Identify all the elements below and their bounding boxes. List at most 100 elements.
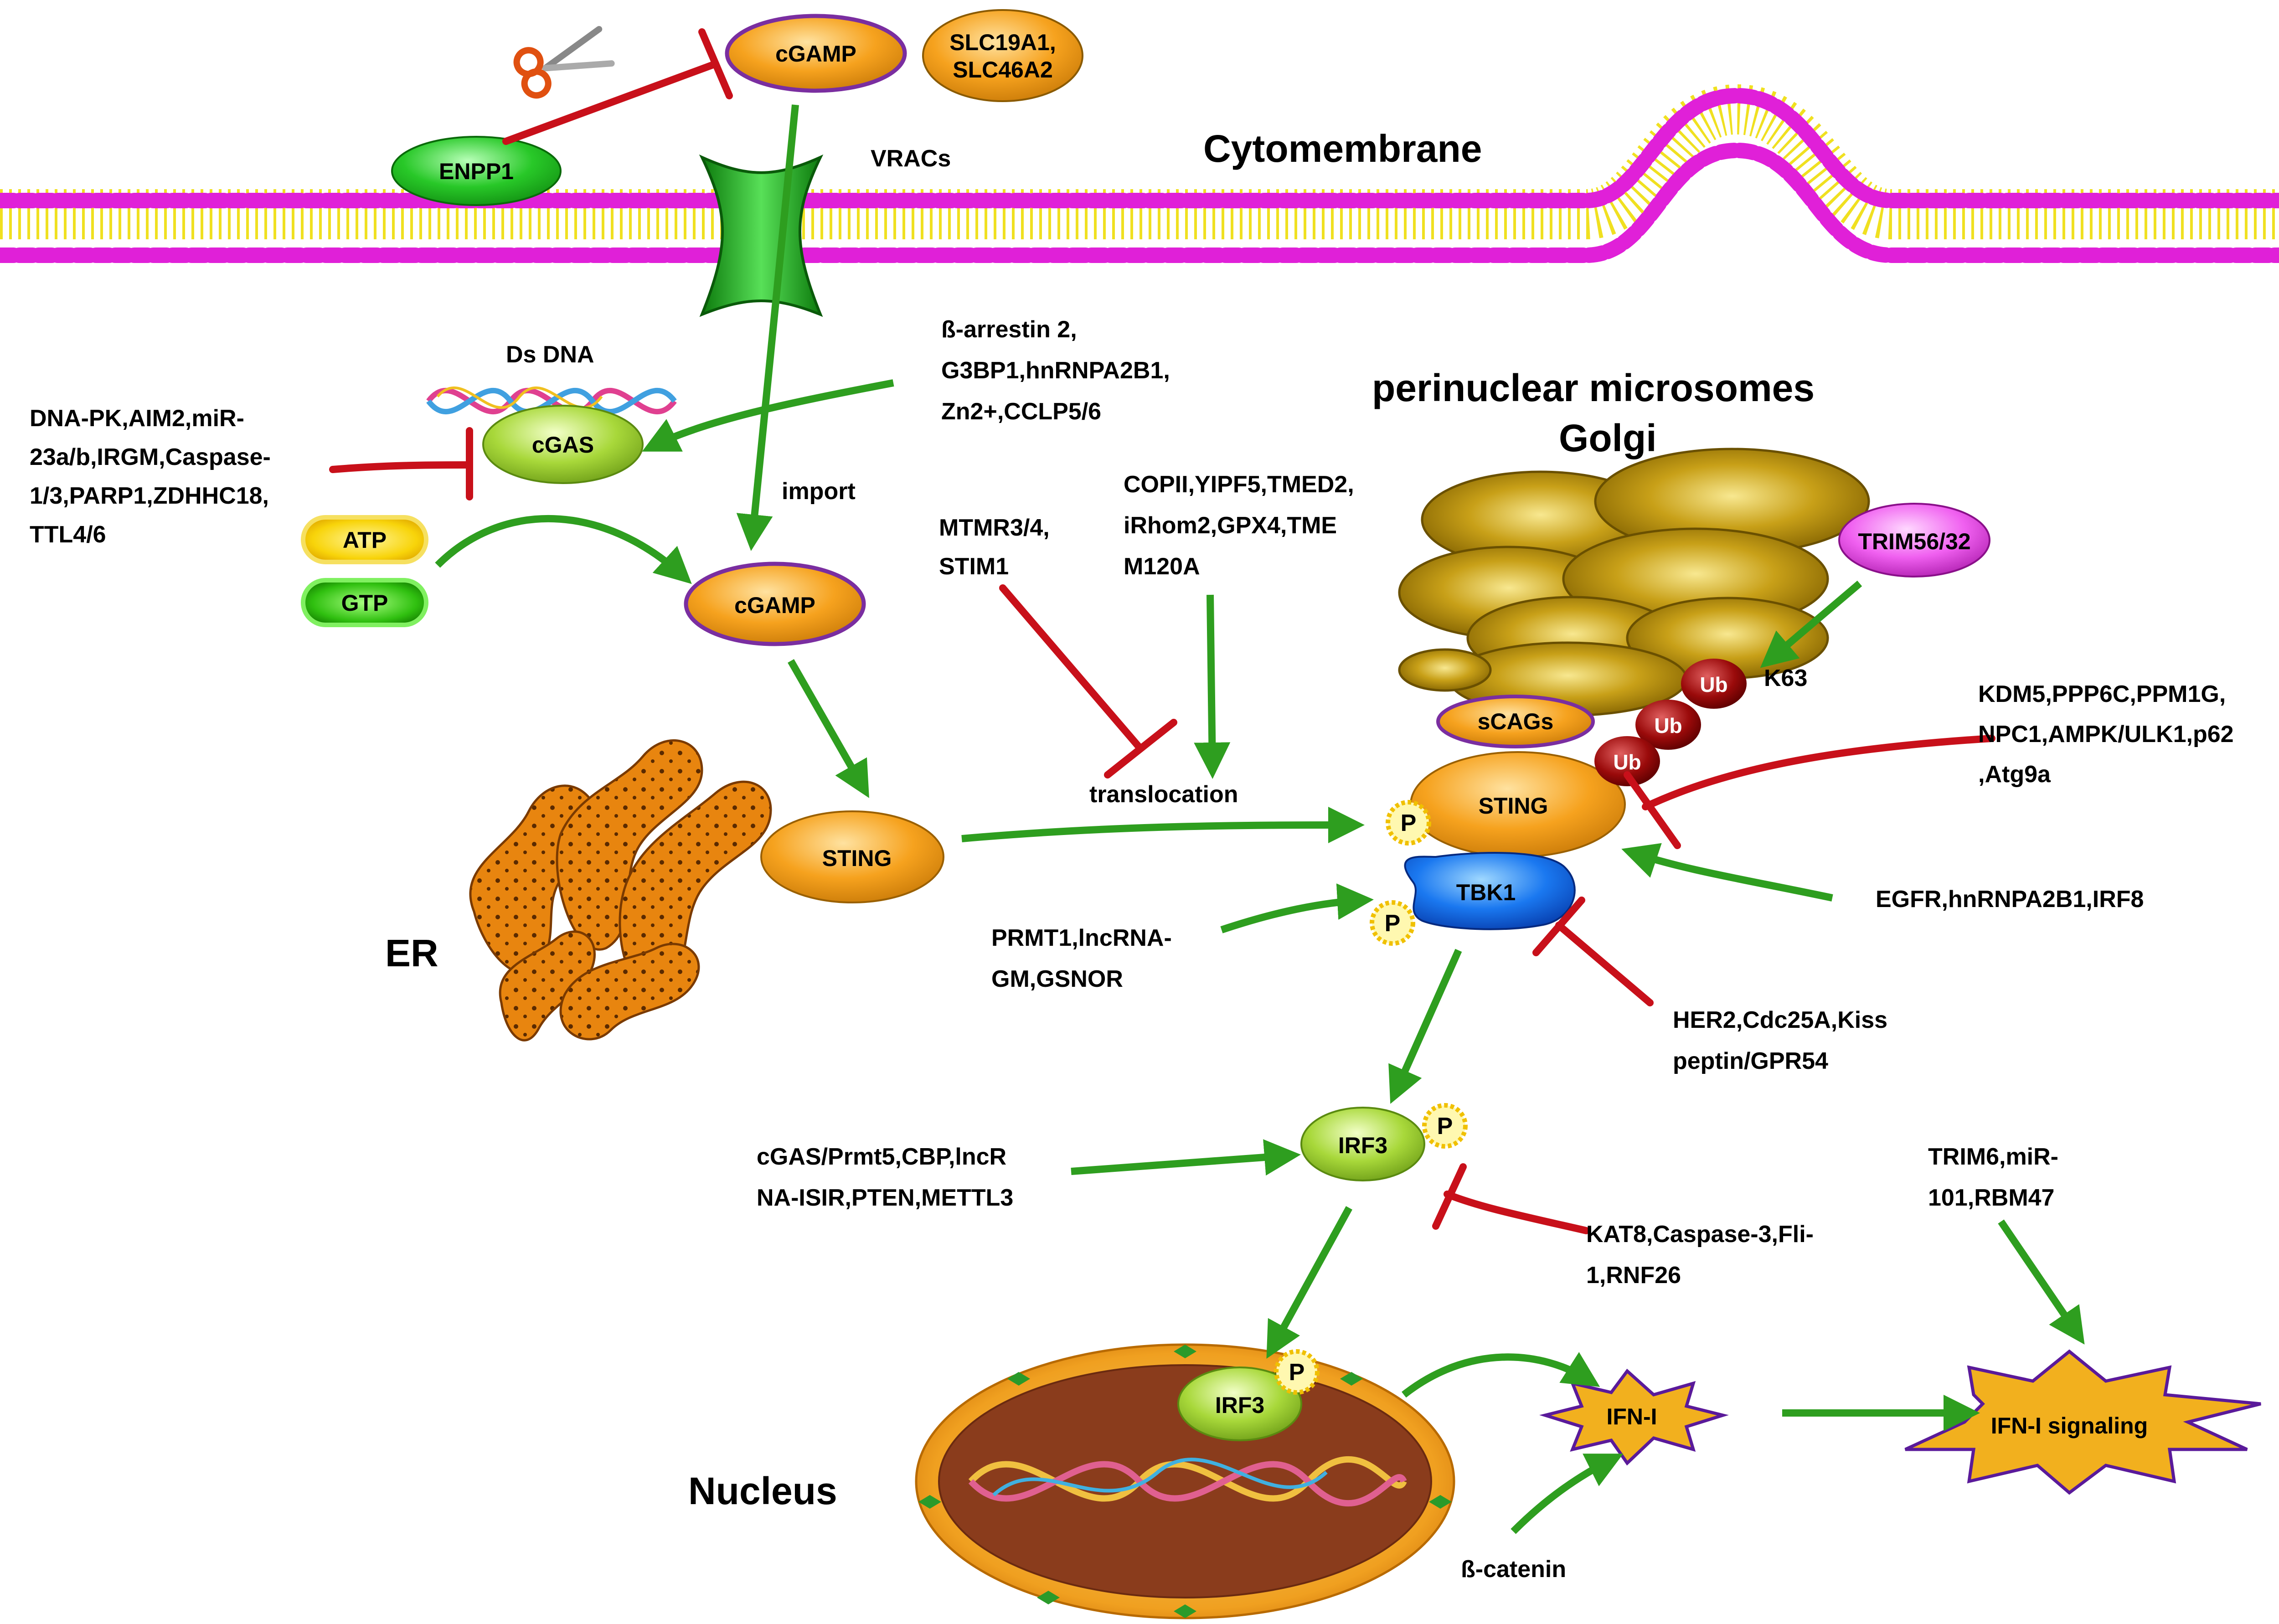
- arrow-irf3-ifn: [1402, 1352, 1600, 1398]
- atp-label: ATP: [343, 527, 387, 553]
- tbk1-inhibitors-line-1: HER2,Cdc25A,Kiss: [1673, 1007, 1887, 1033]
- sting-er: STING: [760, 810, 944, 903]
- trans-inhibitors-line-1: MTMR3/4,: [939, 515, 1050, 541]
- trans-activators-line-1: COPII,YIPF5,TMED2,: [1124, 471, 1354, 498]
- phosphate-markers: P P P P: [1274, 800, 1468, 1395]
- arrow-tbk1-irf3: [1388, 949, 1462, 1104]
- cgas-inhibitors-line-1: DNA-PK,AIM2,miR-: [30, 405, 244, 432]
- cgamp-extracellular: cGAMP: [725, 14, 907, 93]
- cgas-inhibitors-line-2: 23a/b,IRGM,Caspase-: [30, 444, 271, 470]
- phosphate-irf3-nuclear: P: [1274, 1349, 1320, 1395]
- ubiquitin-chain-k63: Ub Ub Ub: [1594, 659, 1747, 786]
- beta-catenin-label: ß-catenin: [1461, 1556, 1566, 1583]
- arrow-cgamp-import: [736, 104, 799, 551]
- regulators-irf3-activators: cGAS/Prmt5,CBP,lncR NA-ISIR,PTEN,METTL3: [757, 1144, 1013, 1211]
- regulators-tbk1-inhibitors: HER2,Cdc25A,Kiss peptin/GPR54: [1673, 1007, 1887, 1074]
- ub-label-1: Ub: [1700, 673, 1727, 696]
- regulators-sting-inhibitors: KDM5,PPP6C,PPM1G, NPC1,AMPK/ULK1,p62 ,At…: [1978, 681, 2234, 788]
- irf3-activators-line-2: NA-ISIR,PTEN,METTL3: [757, 1185, 1013, 1211]
- cgamp-cytosolic-label: cGAMP: [734, 593, 815, 618]
- tbk1: TBK1: [1404, 852, 1576, 930]
- regulators-translocation-inhibitors: MTMR3/4, STIM1: [939, 515, 1050, 580]
- irf3-label: IRF3: [1338, 1133, 1387, 1158]
- arrow-translocation-activators: [1194, 594, 1231, 779]
- transporter-label-1: SLC19A1,: [949, 30, 1056, 55]
- sting-inhibitors-line-1: KDM5,PPP6C,PPM1G,: [1978, 681, 2226, 707]
- arrow-sting-translocation: [961, 807, 1365, 844]
- trim56-32: TRIM56/32: [1838, 503, 1990, 577]
- regulators-cgas-inhibitors: DNA-PK,AIM2,miR- 23a/b,IRGM,Caspase- 1/3…: [30, 405, 271, 548]
- cgas-activators-line-3: Zn2+,CCLP5/6: [941, 398, 1101, 425]
- arrow-irf3-nucleus: [1266, 1206, 1353, 1359]
- inhibit-sting: [1624, 735, 1995, 849]
- ifn-i-signaling: IFN-I signaling: [1904, 1349, 2261, 1495]
- activation-arrows: [435, 104, 2085, 1534]
- regulators-tbk1-activators: PRMT1,lncRNA- GM,GSNOR: [991, 925, 1172, 992]
- import-label: import: [782, 478, 856, 505]
- atp: ATP: [301, 515, 428, 564]
- ub-label-3: Ub: [1613, 750, 1641, 774]
- ifn-i: IFN-I: [1539, 1368, 1729, 1466]
- sting-er-label: STING: [822, 846, 892, 871]
- inhibit-tbk1: [1532, 897, 1654, 1006]
- sting-activators-line-1: EGFR,hnRNPA2B1,IRF8: [1876, 886, 2144, 913]
- trans-activators-line-3: M120A: [1124, 553, 1200, 580]
- sting-golgi-label: STING: [1479, 793, 1548, 819]
- phosphate-irf3-label: P: [1437, 1113, 1453, 1139]
- cgas-inhibitors-line-3: 1/3,PARP1,ZDHHC18,: [30, 483, 269, 509]
- cgamp-cytosolic: cGAMP: [684, 562, 866, 646]
- irf3-nuclear: IRF3: [1177, 1366, 1302, 1441]
- inhibit-translocation: [999, 584, 1177, 778]
- cytomembrane-label: Cytomembrane: [1203, 127, 1482, 170]
- cgamp-extracellular-label: cGAMP: [775, 41, 856, 67]
- regulators-translocation-activators: COPII,YIPF5,TMED2, iRhom2,GPX4,TME M120A: [1124, 471, 1354, 580]
- er-label: ER: [385, 932, 438, 974]
- arrow-cgas-activators: [642, 379, 894, 452]
- regulators-ifn-activators: TRIM6,miR- 101,RBM47: [1928, 1144, 2058, 1211]
- irf3-nuclear-label: IRF3: [1215, 1392, 1264, 1418]
- phosphate-sting: P: [1386, 800, 1431, 846]
- ds-dna-label: Ds DNA: [506, 341, 594, 368]
- inhibit-enpp1-cgamp: [502, 28, 733, 145]
- arrow-betacatenin-ifn: [1511, 1454, 1624, 1534]
- irf3-activators-line-1: cGAS/Prmt5,CBP,lncR: [757, 1144, 1006, 1170]
- phosphate-tbk1-label: P: [1385, 910, 1401, 937]
- arrow-trim6-signaling: [1998, 1219, 2085, 1345]
- ifn-i-signaling-label: IFN-I signaling: [1991, 1413, 2148, 1438]
- ifn-activators-line-1: TRIM6,miR-: [1928, 1144, 2058, 1170]
- scags-label: sCAGs: [1478, 709, 1554, 734]
- cgas-label: cGAS: [532, 432, 594, 458]
- cytomembrane: [0, 84, 2279, 263]
- gtp: GTP: [301, 578, 428, 627]
- irf3: IRF3: [1300, 1107, 1425, 1181]
- transporter-slc19a1-slc46a2: SLC19A1, SLC46A2: [922, 9, 1083, 102]
- nucleus-label: Nucleus: [688, 1469, 837, 1512]
- regulators-cgas-activators: ß-arrestin 2, G3BP1,hnRNPA2B1, Zn2+,CCLP…: [941, 316, 1170, 425]
- irf3-inhibitors-line-1: KAT8,Caspase-3,Fli-: [1586, 1221, 1814, 1248]
- vracs-label: VRACs: [871, 145, 951, 172]
- inhibit-irf3: [1432, 1163, 1590, 1234]
- arrow-atp-gtp-cgamp: [435, 515, 692, 584]
- phosphate-sting-label: P: [1401, 810, 1417, 836]
- cgas-activators-line-1: ß-arrestin 2,: [941, 316, 1077, 343]
- scags: sCAGs: [1436, 695, 1595, 748]
- phosphate-irf3: P: [1422, 1103, 1468, 1149]
- nucleus: [915, 1343, 1455, 1619]
- scissors-icon: [513, 26, 615, 99]
- inhibit-cgas: [329, 427, 473, 500]
- irf3-inhibitors-line-2: 1,RNF26: [1586, 1262, 1681, 1289]
- k63-label: K63: [1764, 665, 1807, 691]
- endoplasmic-reticulum: [469, 739, 772, 1041]
- sting-inhibitors-line-2: NPC1,AMPK/ULK1,p62: [1978, 721, 2234, 748]
- ifn-i-label: IFN-I: [1606, 1404, 1657, 1429]
- cgas-inhibitors-line-4: TTL4/6: [30, 521, 106, 548]
- arrow-sting-activators: [1621, 843, 1833, 902]
- golgi-title-2: Golgi: [1559, 417, 1657, 459]
- tbk1-activators-line-2: GM,GSNOR: [991, 966, 1123, 992]
- arrow-irf3-activators: [1071, 1139, 1301, 1176]
- tbk1-label: TBK1: [1456, 880, 1516, 905]
- golgi-title-1: perinuclear microsomes: [1372, 366, 1815, 409]
- arrow-cgamp-sting: [788, 659, 869, 798]
- trans-inhibitors-line-2: STIM1: [939, 553, 1009, 580]
